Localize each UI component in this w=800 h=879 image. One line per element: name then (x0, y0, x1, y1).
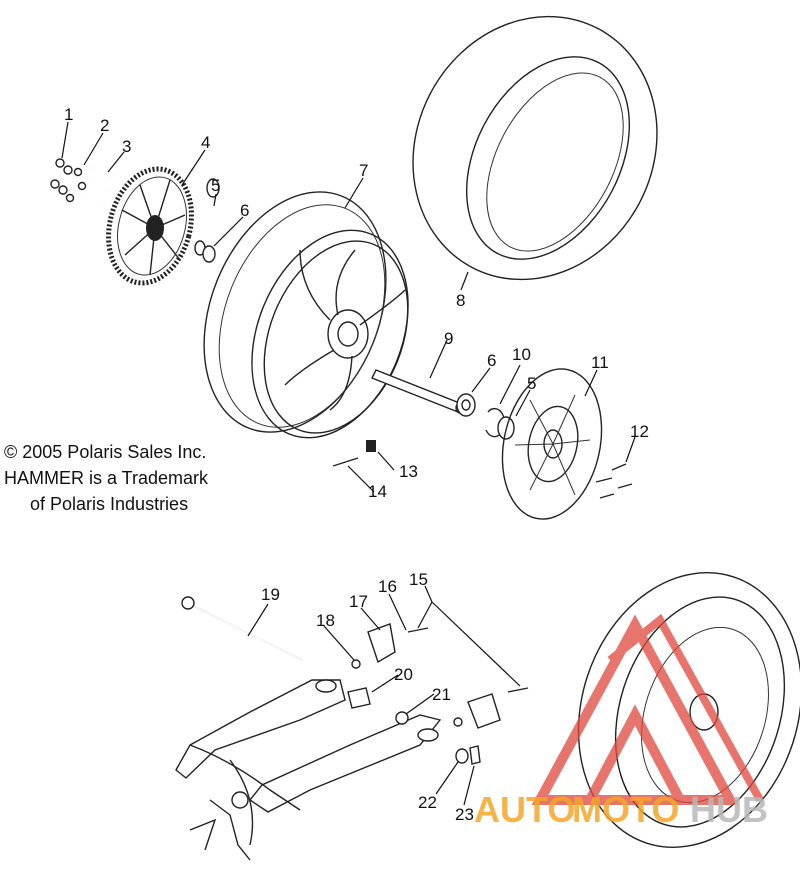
assembled-wheel-drawing (577, 572, 800, 848)
nut-18-drawing (351, 659, 361, 669)
callout-20: 20 (394, 665, 413, 684)
pivot-bolt-drawing (181, 596, 303, 661)
rim-drawing (203, 191, 409, 439)
callout-12: 12 (630, 422, 649, 441)
callout-18: 18 (316, 611, 335, 630)
callout-6: 6 (240, 201, 249, 220)
fastener-set-drawing (50, 158, 113, 206)
callout-15: 15 (409, 570, 428, 589)
adjuster-bolt-left-drawing (407, 627, 429, 633)
callout-22: 22 (418, 793, 437, 812)
callout-8: 8 (456, 291, 465, 310)
watermark-logo (531, 613, 764, 805)
callout-5-right: 5 (527, 374, 536, 393)
watermark-auto: AUTO (474, 789, 575, 830)
cap-23-drawing (469, 745, 481, 765)
washer-22-drawing (455, 748, 469, 764)
axle-drawing (371, 369, 465, 414)
bearing-left-drawing (202, 245, 216, 263)
watermark-text: AUTO MOTO HUB (474, 789, 768, 830)
valve-stem-drawing (366, 440, 376, 452)
disc-bolts-drawing (595, 463, 633, 499)
brake-disc-drawing (501, 368, 603, 520)
spacer-20-drawing (347, 687, 371, 709)
tire-drawing (412, 15, 658, 281)
callout-1: 1 (64, 105, 73, 124)
callout-21: 21 (432, 685, 451, 704)
callout-10: 10 (512, 345, 531, 364)
leader-lines (61, 121, 636, 806)
callout-3: 3 (122, 137, 131, 156)
watermark-hub: HUB (690, 789, 768, 830)
chain-adjuster-left-drawing (367, 623, 396, 664)
callout-4: 4 (201, 133, 210, 152)
callout-13: 13 (399, 462, 418, 481)
copyright-line-3: of Polaris Industries (30, 494, 188, 514)
callout-17: 17 (349, 592, 368, 611)
copyright-block: © 2005 Polaris Sales Inc. HAMMER is a Tr… (4, 442, 209, 514)
callout-5: 5 (211, 176, 220, 195)
copyright-line-1: © 2005 Polaris Sales Inc. (4, 442, 206, 462)
adjuster-bolt-right-drawing (507, 687, 529, 693)
seal-left-drawing (206, 178, 220, 198)
swingarm-drawing (175, 679, 442, 861)
chain-adjuster-right-drawing (467, 693, 501, 729)
callout-2: 2 (100, 116, 109, 135)
callout-14: 14 (368, 482, 387, 501)
callout-labels: 1 2 3 4 5 6 7 8 9 6 10 5 11 12 13 14 15 … (64, 105, 649, 824)
callout-6-right: 6 (487, 351, 496, 370)
callout-7: 7 (359, 161, 368, 180)
copyright-line-2: HAMMER is a Trademark (4, 468, 209, 488)
watermark-moto: MOTO (572, 789, 679, 830)
sprocket-drawing (106, 166, 194, 286)
callout-11: 11 (591, 353, 609, 372)
balance-weight-drawing (332, 457, 359, 467)
callout-9: 9 (444, 329, 453, 348)
callout-19: 19 (261, 585, 280, 604)
bushing-21-drawing (395, 711, 409, 725)
callout-23: 23 (455, 805, 474, 824)
callout-16: 16 (378, 577, 397, 596)
